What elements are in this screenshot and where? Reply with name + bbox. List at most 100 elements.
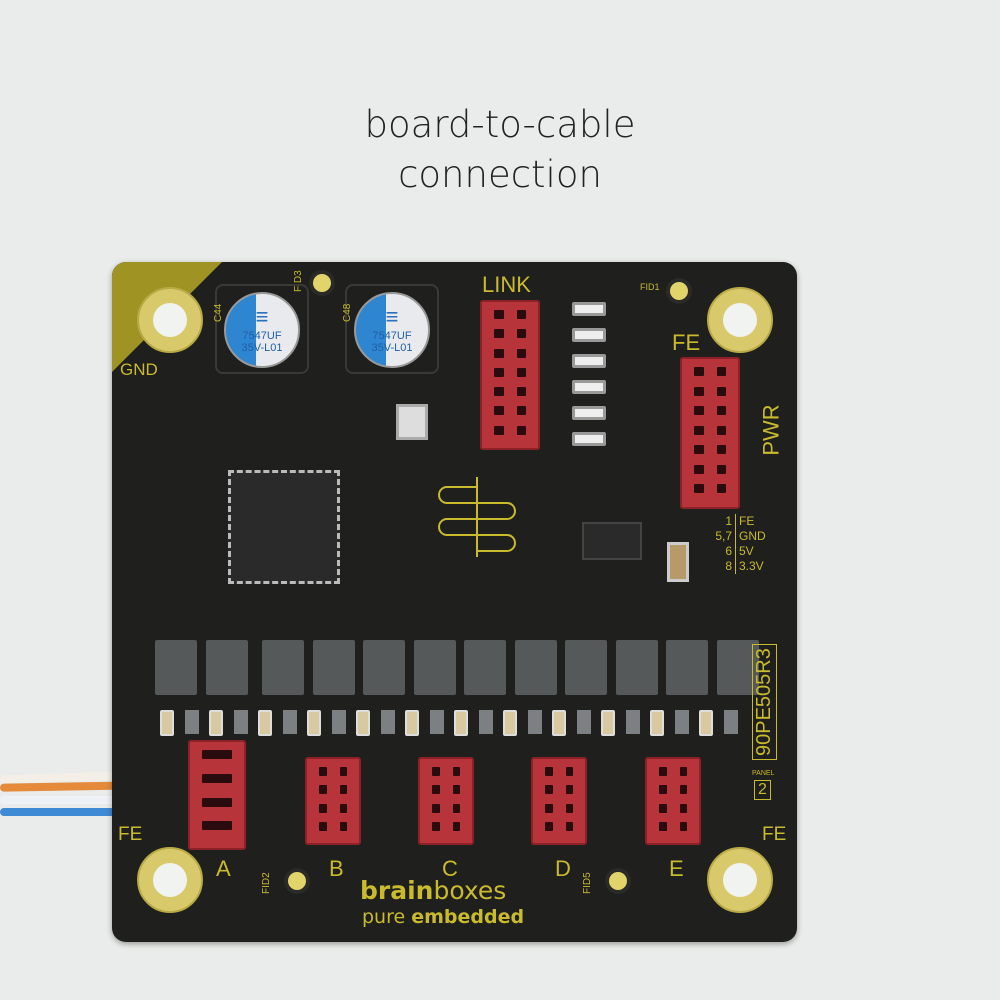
fiducial-label-fid5: FID5 [582,872,593,894]
capacitor-logo-icon: ≡ [255,304,269,329]
port-label-c: C [442,856,458,881]
link-connector[interactable] [480,300,540,450]
port-label-a: A [216,856,231,881]
brand-bold: brain [360,876,434,905]
diode [576,710,591,734]
panel-number: 2 [754,780,771,800]
capacitor-ref-c48: C48 [342,303,353,322]
relay [262,640,304,695]
gnd-label: GND [120,360,158,379]
antenna-trace [438,477,516,557]
tagline-bold: embedded [411,906,525,928]
caption-line-2: connection [398,153,602,196]
capacitor-rating: 7547UF [242,330,282,342]
diode [625,710,640,734]
power-connector[interactable] [680,357,740,509]
smd-capacitor [552,710,566,736]
capacitor-series: 35V-L01 [371,342,413,354]
mounting-hole [137,847,203,913]
capacitor-logo-icon: ≡ [385,304,399,329]
relay [565,640,607,695]
status-led [572,354,606,368]
link-label: LINK [482,272,531,297]
caption-line-1: board-to-cable [364,103,636,146]
brand-light: boxes [433,876,507,905]
smd-capacitor [356,710,370,736]
port-label-e: E [669,856,684,881]
port-b-connector[interactable] [305,757,361,845]
port-c-connector[interactable] [418,757,474,845]
panel-label: PANEL [752,770,775,777]
diode [723,710,738,734]
microcontroller-chip [228,470,340,584]
smd-capacitor [307,710,321,736]
smd-capacitor [601,710,615,736]
pin-number: 8 [702,559,736,574]
mounting-hole [137,287,203,353]
part-number: 90PE505R3 [752,644,777,760]
port-e-connector[interactable] [645,757,701,845]
fiducial-label-fid2: FID2 [261,872,272,894]
smd-capacitor [160,710,174,736]
capacitor-rating: 7547UF [372,330,412,342]
port-label-b: B [329,856,344,881]
relay [312,640,355,695]
cable-wire-blue [0,808,200,816]
fe-right-label: FE [762,824,787,845]
diode [380,710,395,734]
relay [716,640,759,695]
pin-signal: FE [739,514,755,528]
capacitor-footprint [345,284,439,374]
status-led [572,432,606,446]
pin-signal: GND [739,529,766,543]
diode [331,710,346,734]
pin-number: 1 [702,514,736,529]
pcb-board: GND FID3 FID1 FID2 FID5 ≡ 7547UF 35V-L01… [112,262,797,942]
capacitor-ref-c44: C44 [213,303,224,322]
pin-number: 6 [702,544,736,559]
pin-signal: 5V [739,544,754,558]
port-d-connector[interactable] [531,757,587,845]
crystal-oscillator [396,404,428,440]
port-a-connector-plugged[interactable] [188,740,246,850]
relay [464,640,506,695]
mounting-hole [707,287,773,353]
tagline-light: pure [362,906,412,928]
capacitor-series: 35V-L01 [241,342,283,354]
caption: board-to-cable connection [0,100,1000,200]
pwr-label: PWR [758,404,784,456]
relay [615,640,658,695]
mounting-hole [707,847,773,913]
capacitor-footprint [215,284,309,374]
status-led [572,302,606,316]
fiducial-label-fid1: FID1 [640,282,660,292]
fiducial [670,282,688,300]
fiducial [313,274,331,292]
tagline: pure embedded [362,906,524,928]
smd-capacitor [258,710,272,736]
diode [282,710,297,734]
pin-number: 5,7 [702,529,736,544]
status-led [572,380,606,394]
diode [478,710,493,734]
smd-capacitor [454,710,468,736]
status-led [572,406,606,420]
smd-capacitor [699,710,713,736]
pin-signal: 3.3V [739,559,764,573]
diode [527,710,542,734]
fe-left-label: FE [118,824,143,845]
diode [429,710,444,734]
relay [514,640,557,695]
electrolytic-capacitor: ≡ 7547UF 35V-L01 [224,292,300,368]
smd-capacitor [209,710,223,736]
relay [205,640,248,695]
capacitor-c5 [667,542,689,582]
status-led [572,328,606,342]
relay [413,640,456,695]
cable-wire-white-blue [0,796,200,804]
voltage-regulator [582,522,642,560]
smd-capacitor [405,710,419,736]
diode [233,710,248,734]
